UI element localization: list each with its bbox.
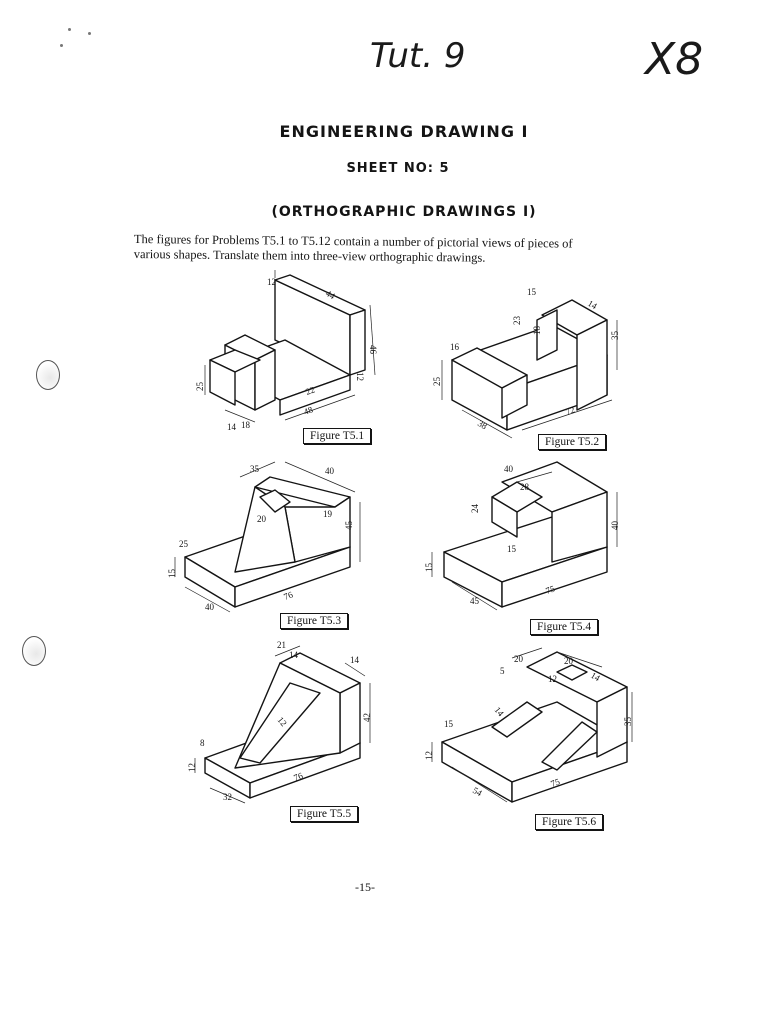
- dimension-label: 25: [195, 382, 205, 392]
- dimension-label: 20: [257, 514, 267, 524]
- dimension-label: 35: [250, 464, 260, 474]
- figure-t5-2-caption: Figure T5.2: [538, 434, 607, 450]
- dimension-label: 72: [564, 404, 576, 416]
- sheet-number: SHEET NO: 5: [346, 161, 450, 176]
- dimension-label: 40: [205, 602, 215, 612]
- dimension-label: 18: [532, 326, 542, 336]
- handwritten-notes: Tut. 9 X8: [370, 34, 703, 85]
- figure-t5-5-caption: Figure T5.5: [290, 806, 359, 822]
- dimension-label: 20: [564, 656, 574, 666]
- dimension-label: 46: [368, 345, 378, 355]
- dimension-label: 35: [623, 717, 633, 727]
- dimension-label: 15: [527, 287, 537, 297]
- dimension-label: 21: [277, 640, 286, 650]
- binder-punch-hole: [36, 360, 60, 390]
- dimension-label: 20: [514, 654, 524, 664]
- figure-t5-6: 20 20 5 12 14 15 14 35 12 54 75: [424, 647, 633, 807]
- dimension-label: 12: [355, 372, 365, 381]
- dimension-label: 23: [512, 316, 522, 326]
- dimension-label: 45: [470, 596, 480, 606]
- dimension-label: 5: [500, 666, 505, 676]
- paper-smudge: [68, 28, 71, 31]
- paper-smudge: [88, 32, 91, 35]
- dimension-label: 28: [520, 482, 530, 492]
- dimension-label: 40: [504, 464, 514, 474]
- dimension-label: 22: [304, 384, 316, 396]
- figure-t5-3: 35 40 20 19 45 25 15 40 76: [167, 461, 375, 617]
- figure-t5-1-drawing: 12 44 46 12 25 14 18 22 48: [195, 270, 378, 432]
- dimension-label: 76: [292, 770, 304, 783]
- figure-t5-3-caption: Figure T5.3: [280, 613, 349, 629]
- figure-t5-5-drawing: 21 14 14 12 42 8 12 32 76: [187, 640, 372, 804]
- figure-t5-6-drawing: 20 20 5 12 14 15 14 35 12 54 75: [424, 647, 633, 803]
- dimension-label: 16: [450, 342, 460, 352]
- dimension-label: 45: [344, 521, 354, 531]
- dimension-label: 14: [350, 655, 360, 665]
- dimension-label: 25: [179, 539, 189, 549]
- figure-t5-2-drawing: 15 14 23 18 35 16 25 38 72: [432, 287, 620, 439]
- dimension-label: 40: [610, 521, 620, 531]
- dimension-label: 32: [223, 792, 232, 802]
- dimension-label: 19: [323, 509, 333, 519]
- paper-smudge: [60, 44, 63, 47]
- dimension-label: 15: [507, 544, 517, 554]
- dimension-label: 15: [167, 569, 177, 579]
- dimension-label: 14: [227, 422, 237, 432]
- dimension-label: 8: [200, 738, 205, 748]
- page-number: -15-: [355, 880, 375, 894]
- dimension-label: 54: [471, 785, 484, 798]
- figure-t5-1-caption: Figure T5.1: [303, 428, 372, 444]
- dimension-label: 38: [476, 418, 489, 431]
- figure-t5-6-caption: Figure T5.6: [535, 814, 604, 830]
- figure-t5-5: 21 14 14 12 42 8 12 32 76: [187, 640, 385, 804]
- figure-t5-2: 15 14 23 18 35 16 25 38 72: [432, 287, 632, 445]
- dimension-label: 48: [302, 404, 314, 417]
- binder-punch-hole: [22, 636, 46, 666]
- handwritten-count-note: X8: [643, 34, 703, 85]
- figure-t5-4: 40 28 24 15 40 15 45 75: [424, 461, 632, 617]
- dimension-label: 35: [610, 331, 620, 341]
- dimension-label: 40: [325, 466, 335, 476]
- dimension-label: 12: [548, 674, 557, 684]
- dimension-label: 76: [282, 589, 294, 602]
- figure-t5-1: 12 44 46 12 25 14 18 22 48: [195, 270, 395, 435]
- dimension-label: 75: [544, 583, 556, 596]
- dimension-label: 25: [432, 377, 442, 387]
- dimension-label: 18: [241, 420, 251, 430]
- figure-t5-4-caption: Figure T5.4: [530, 619, 599, 635]
- dimension-label: 12: [424, 751, 434, 760]
- dimension-label: 12: [187, 763, 197, 772]
- problem-instructions: The figures for Problems T5.1 to T5.12 c…: [134, 232, 682, 268]
- course-title: ENGINEERING DRAWING I: [279, 122, 529, 141]
- figure-t5-4-drawing: 40 28 24 15 40 15 45 75: [424, 461, 620, 611]
- dimension-label: 15: [444, 719, 454, 729]
- dimension-label: 12: [267, 277, 276, 287]
- dimension-label: 14: [289, 650, 299, 660]
- topic-title: (ORTHOGRAPHIC DRAWINGS I): [271, 204, 537, 220]
- dimension-label: 24: [470, 504, 480, 514]
- dimension-label: 15: [424, 563, 434, 573]
- handwritten-tutorial-note: Tut. 9: [370, 36, 465, 76]
- figure-t5-3-drawing: 35 40 20 19 45 25 15 40 76: [167, 461, 361, 613]
- dimension-label: 14: [492, 705, 506, 719]
- dimension-label: 42: [362, 713, 372, 722]
- dimension-label: 75: [549, 776, 561, 789]
